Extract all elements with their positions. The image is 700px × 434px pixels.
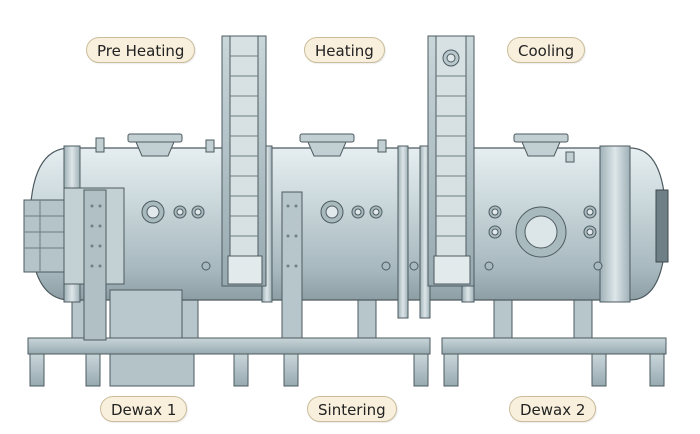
top-nozzles	[95, 133, 575, 163]
label-dewax-1: Dewax 1	[100, 396, 188, 422]
label-sintering: Sintering	[307, 396, 397, 422]
chimney-right	[427, 35, 475, 287]
label-pre-heating: Pre Heating	[86, 37, 196, 63]
middle-bracket	[281, 191, 303, 339]
chimney-left	[221, 35, 267, 287]
label-heating: Heating	[304, 37, 385, 63]
label-dewax-2: Dewax 2	[509, 396, 597, 422]
left-door-frame	[23, 187, 183, 341]
base-frame	[27, 337, 667, 387]
viewport-flanges	[141, 200, 603, 271]
label-cooling: Cooling	[507, 37, 586, 63]
